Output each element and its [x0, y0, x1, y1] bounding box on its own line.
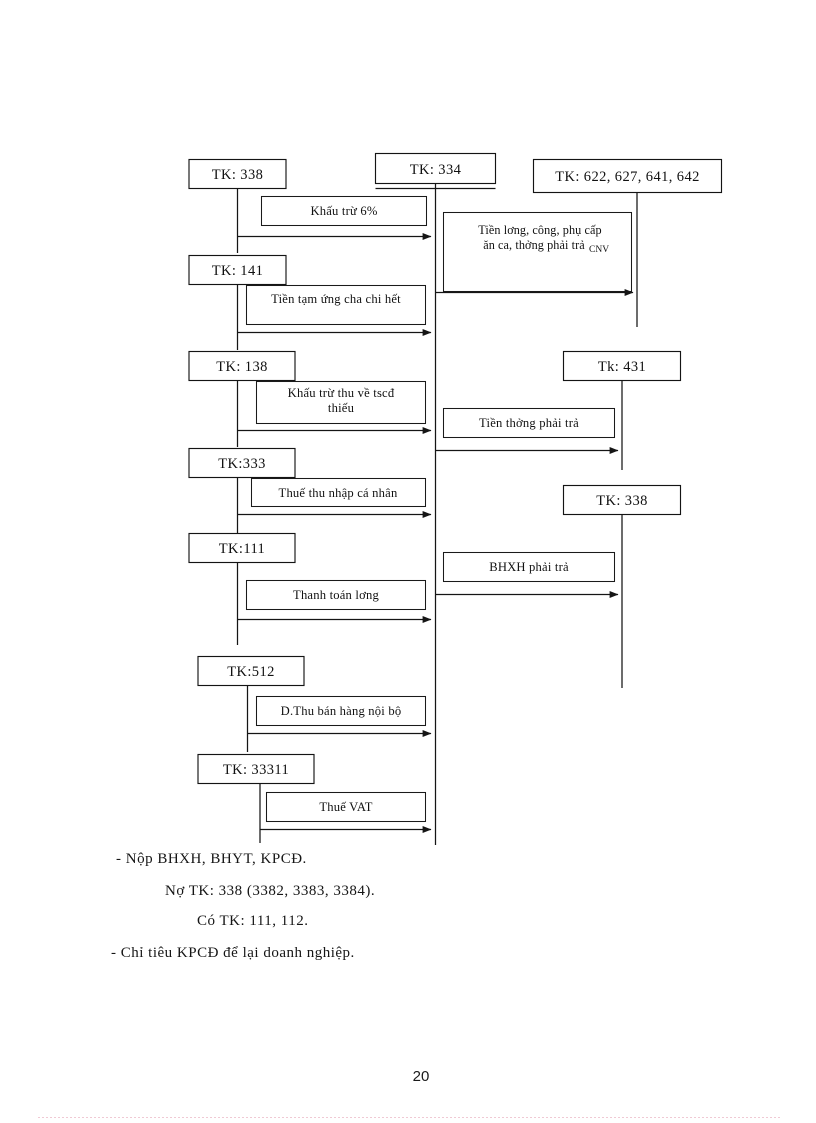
flow-label-khau-tru-6: Khấu trừ 6%: [310, 204, 377, 218]
node-label-tk338-top: TK: 338: [212, 167, 264, 183]
notes-block: - Nộp BHXH, BHYT, KPCĐ. Nợ TK: 338 (3382…: [111, 851, 375, 961]
flow-label-box-tien-thuong: [442, 407, 616, 439]
flow-label-box-bhxh: [442, 551, 616, 583]
flow-label-khau-tru-tscd-line1: Khấu trừ thu về tscđ: [288, 386, 395, 400]
node-box-tk111: [188, 532, 296, 564]
flow-label-bhxh: BHXH phải trả: [489, 560, 569, 574]
node-label-tk512: TK:512: [227, 664, 275, 680]
flow-thue-tncn: Thuế thu nhập cá nhân: [238, 477, 432, 518]
flow-thanh-toan-luong: Thanh toán lơng: [238, 579, 432, 623]
flow-label-box-thue-tncn: [250, 477, 427, 508]
note-line-2: Nợ TK: 338 (3382, 3383, 3384).: [165, 883, 375, 899]
node-label-tk141: TK: 141: [212, 263, 264, 279]
flow-label-box-khau-tru-6: [260, 195, 428, 227]
node-box-tk334: [374, 152, 497, 185]
flow-thue-vat: Thuế VAT: [260, 791, 432, 833]
node-label-tk111: TK:111: [219, 541, 265, 557]
left-account-tk33311: TK: 33311: [197, 753, 315, 843]
flow-label-tien-thuong: Tiền thởng phải trả: [479, 416, 579, 430]
flow-tien-thuong: Tiền thởng phải trả: [436, 407, 619, 454]
node-label-tk334: TK: 334: [410, 162, 462, 178]
flow-khau-tru-tscd: Khấu trừ thu về tscđ thiếu: [238, 380, 432, 434]
right-account-tk622: TK: 622, 627, 641, 642: [532, 158, 723, 327]
node-box-tk138: [188, 350, 296, 382]
bottom-scan-artifact-rule: [38, 1117, 780, 1118]
node-box-tk512: [197, 655, 305, 687]
flow-bhxh: BHXH phải trả: [436, 551, 619, 598]
node-box-tk338-lower: [562, 484, 682, 516]
left-account-tk138: TK: 138: [188, 350, 296, 447]
note-line-1: - Nộp BHXH, BHYT, KPCĐ.: [116, 851, 307, 867]
flow-doanh-thu-noi-bo: D.Thu bán hàng nội bộ: [248, 695, 432, 737]
flow-label-tien-luong-line2: ăn ca, thởng phải trả: [483, 238, 585, 252]
flow-khau-tru-6: Khấu trừ 6%: [238, 195, 432, 240]
flow-label-tien-luong-line1: Tiền lơng, công, phụ cấp: [478, 223, 602, 237]
flow-label-thanh-toan-luong: Thanh toán lơng: [293, 588, 379, 602]
left-account-tk338: TK: 338: [188, 158, 287, 253]
flow-label-box-thue-vat: [265, 791, 427, 823]
right-account-tk431: Tk: 431: [562, 350, 682, 470]
node-box-tk622: [532, 158, 723, 194]
flow-label-box-doanh-thu-noi-bo: [255, 695, 427, 727]
node-label-tk33311: TK: 33311: [223, 762, 289, 778]
right-account-tk338-lower: TK: 338: [562, 484, 682, 688]
flow-label-doanh-thu-noi-bo: D.Thu bán hàng nội bộ: [281, 704, 402, 718]
node-box-tk33311: [197, 753, 315, 785]
flow-tien-luong: Tiền lơng, công, phụ cấp ăn ca, thởng ph…: [436, 211, 634, 296]
flow-label-box-thanh-toan-luong: [245, 579, 427, 611]
left-account-tk111: TK:111: [188, 532, 296, 645]
center-account-tk334: TK: 334: [374, 152, 497, 845]
note-line-3: Có TK: 111, 112.: [197, 913, 308, 929]
left-account-tk512: TK:512: [197, 655, 305, 752]
flow-label-box-tien-luong: [442, 211, 633, 293]
node-label-tk138: TK: 138: [216, 359, 268, 375]
left-account-tk141: TK: 141: [188, 254, 287, 350]
node-label-tk431: Tk: 431: [598, 359, 646, 375]
flow-label-khau-tru-tscd-line2: thiếu: [328, 401, 355, 415]
flow-label-thue-vat: Thuế VAT: [319, 800, 372, 814]
flow-label-box-khau-tru-tscd: [255, 380, 427, 425]
flow-label-tien-luong-subscript: CNV: [589, 245, 609, 255]
flow-label-box-tam-ung: [245, 284, 427, 326]
page-number: 20: [413, 1068, 430, 1085]
node-box-tk338-top: [188, 158, 287, 190]
node-box-tk141: [188, 254, 287, 286]
note-line-4: - Chỉ tiêu KPCĐ để lại doanh nghiệp.: [111, 945, 355, 961]
flow-label-tam-ung: Tiền tạm ứng cha chi hết: [271, 292, 401, 306]
node-label-tk338-lower: TK: 338: [596, 493, 648, 509]
left-account-tk333: TK:333: [188, 447, 296, 533]
flow-label-thue-tncn: Thuế thu nhập cá nhân: [279, 486, 398, 500]
flow-tam-ung: Tiền tạm ứng cha chi hết: [238, 284, 432, 336]
node-label-tk622: TK: 622, 627, 641, 642: [555, 169, 700, 185]
node-box-tk333: [188, 447, 296, 479]
node-label-tk333: TK:333: [218, 456, 266, 472]
